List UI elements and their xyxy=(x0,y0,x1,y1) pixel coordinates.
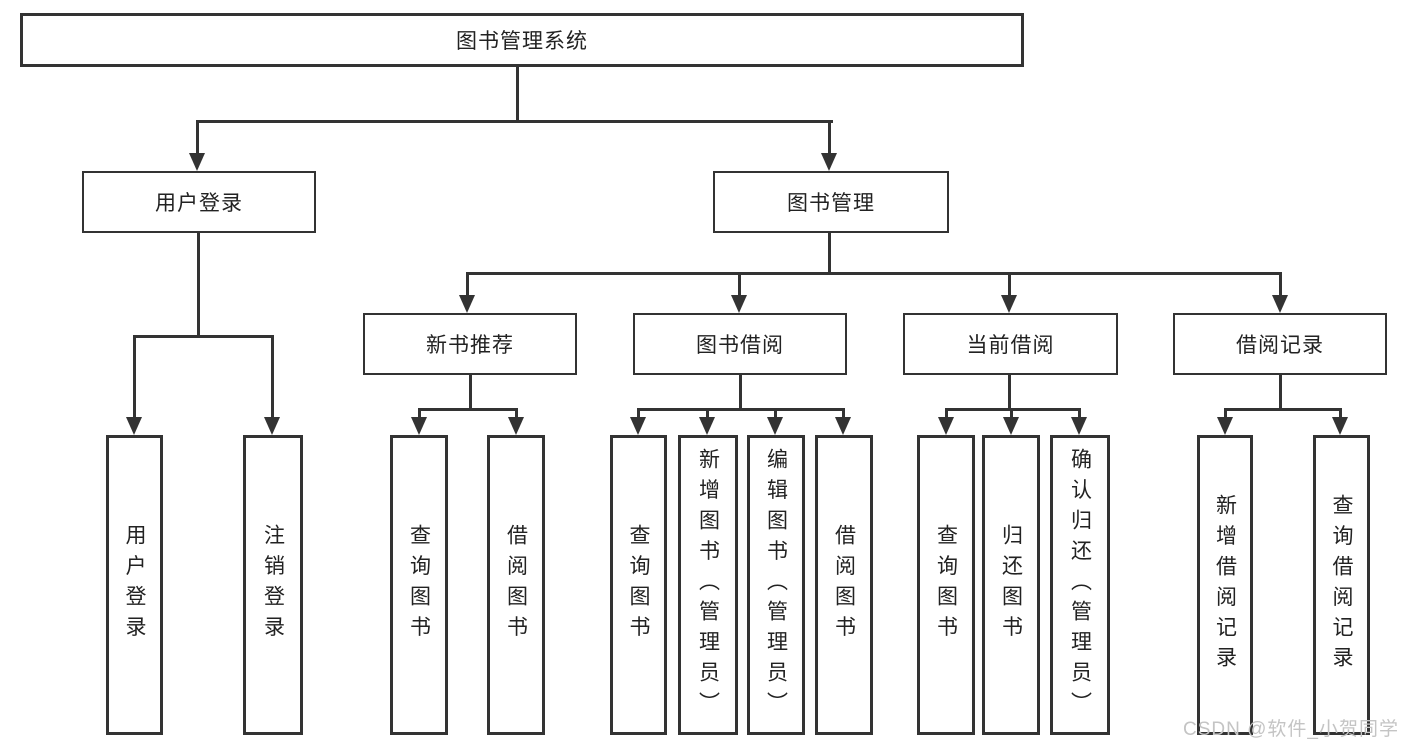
node-label: 新书推荐 xyxy=(426,334,514,357)
connector-arrow-shaft xyxy=(945,408,948,419)
arrow-down-icon xyxy=(1003,417,1019,435)
node-label: 借阅记录 xyxy=(1236,334,1324,357)
node-label: 借阅图书 xyxy=(832,524,856,646)
node-label: 当前借阅 xyxy=(966,334,1055,357)
connector-book-management-stem xyxy=(828,233,831,272)
connector-recommendation-stem xyxy=(469,375,472,408)
connector-arrow-shaft xyxy=(1008,272,1011,298)
arrow-down-icon xyxy=(264,417,280,435)
node-label: 新增图书（管理员） xyxy=(696,447,720,723)
arrow-down-icon xyxy=(938,417,954,435)
connector-arrow-shaft xyxy=(515,408,518,419)
node-label: 借阅图书 xyxy=(504,524,528,646)
node-label: 确认归还（管理员） xyxy=(1068,447,1092,723)
arrow-down-icon xyxy=(1001,295,1017,313)
arrow-down-icon xyxy=(835,417,851,435)
node-label: 注销登录 xyxy=(261,524,285,646)
connector-user-login-stem xyxy=(197,233,200,335)
arrow-down-icon xyxy=(1332,417,1348,435)
connector-current-stem xyxy=(1008,375,1011,408)
connector-arrow-shaft xyxy=(1010,408,1013,419)
connector-records-stem xyxy=(1279,375,1282,408)
arrow-down-icon xyxy=(411,417,427,435)
node-add-book-admin: 新增图书（管理员） xyxy=(678,435,738,735)
node-new-book-recommendation: 新书推荐 xyxy=(363,313,577,375)
node-label: 归还图书 xyxy=(999,524,1023,646)
node-current-borrowing: 当前借阅 xyxy=(903,313,1118,375)
connector-arrow-shaft xyxy=(774,408,777,419)
node-label: 图书借阅 xyxy=(696,334,784,357)
node-borrowing-records: 借阅记录 xyxy=(1173,313,1387,375)
node-label: 编辑图书（管理员） xyxy=(764,447,788,723)
node-query-borrow-record: 查询借阅记录 xyxy=(1313,435,1370,735)
connector-current-branch xyxy=(945,408,1081,411)
arrow-down-icon xyxy=(731,295,747,313)
arrow-down-icon xyxy=(630,417,646,435)
arrow-down-icon xyxy=(1272,295,1288,313)
node-label: 新增借阅记录 xyxy=(1213,493,1237,677)
connector-borrowing-stem xyxy=(739,375,742,408)
connector-root-branch xyxy=(196,120,833,123)
connector-arrow-shaft xyxy=(271,335,274,419)
node-library-management-system: 图书管理系统 xyxy=(20,13,1024,67)
node-query-books-current: 查询图书 xyxy=(917,435,975,735)
arrow-down-icon xyxy=(508,417,524,435)
arrow-down-icon xyxy=(459,295,475,313)
connector-arrow-shaft xyxy=(637,408,640,419)
connector-arrow-shaft xyxy=(828,120,831,155)
node-book-borrowing: 图书借阅 xyxy=(633,313,847,375)
node-label: 查询图书 xyxy=(627,524,650,646)
connector-arrow-shaft xyxy=(1224,408,1227,419)
connector-arrow-shaft xyxy=(418,408,421,419)
node-add-borrow-record: 新增借阅记录 xyxy=(1197,435,1253,735)
node-return-books: 归还图书 xyxy=(982,435,1040,735)
connector-arrow-shaft xyxy=(738,272,741,298)
connector-user-login-branch xyxy=(133,335,274,338)
node-label: 图书管理 xyxy=(787,192,875,215)
watermark: CSDN @软件_小贺同学 xyxy=(1183,719,1399,740)
node-confirm-return-admin: 确认归还（管理员） xyxy=(1050,435,1110,735)
arrow-down-icon xyxy=(1071,417,1087,435)
node-label: 图书管理系统 xyxy=(456,30,588,53)
node-label: 查询借阅记录 xyxy=(1330,493,1353,677)
connector-records-branch xyxy=(1224,408,1342,411)
node-label: 查询图书 xyxy=(407,524,431,646)
arrow-down-icon xyxy=(767,417,783,435)
connector-arrow-shaft xyxy=(706,408,709,419)
node-edit-book-admin: 编辑图书（管理员） xyxy=(747,435,805,735)
connector-arrow-shaft xyxy=(1339,408,1342,419)
node-query-books-borrowing: 查询图书 xyxy=(610,435,667,735)
connector-arrow-shaft xyxy=(466,272,469,298)
arrow-down-icon xyxy=(821,153,837,171)
node-book-management: 图书管理 xyxy=(713,171,949,233)
connector-borrowing-branch xyxy=(637,408,845,411)
connector-recommendation-branch xyxy=(418,408,518,411)
connector-arrow-shaft xyxy=(196,120,199,155)
arrow-down-icon xyxy=(1217,417,1233,435)
arrow-down-icon xyxy=(126,417,142,435)
node-label: 用户登录 xyxy=(155,192,243,215)
connector-book-management-branch xyxy=(466,272,1282,275)
node-label: 查询图书 xyxy=(934,524,958,646)
connector-arrow-shaft xyxy=(1279,272,1282,298)
connector-root-stem xyxy=(516,67,519,120)
node-logout: 注销登录 xyxy=(243,435,303,735)
connector-arrow-shaft xyxy=(1078,408,1081,419)
node-query-books-recommend: 查询图书 xyxy=(390,435,448,735)
connector-arrow-shaft xyxy=(133,335,136,419)
connector-arrow-shaft xyxy=(842,408,845,419)
node-label: 用户登录 xyxy=(123,524,146,646)
node-borrow-books-recommend: 借阅图书 xyxy=(487,435,545,735)
node-borrow-books-borrowing: 借阅图书 xyxy=(815,435,873,735)
node-user-login: 用户登录 xyxy=(82,171,316,233)
arrow-down-icon xyxy=(189,153,205,171)
node-user-login-leaf: 用户登录 xyxy=(106,435,163,735)
arrow-down-icon xyxy=(699,417,715,435)
